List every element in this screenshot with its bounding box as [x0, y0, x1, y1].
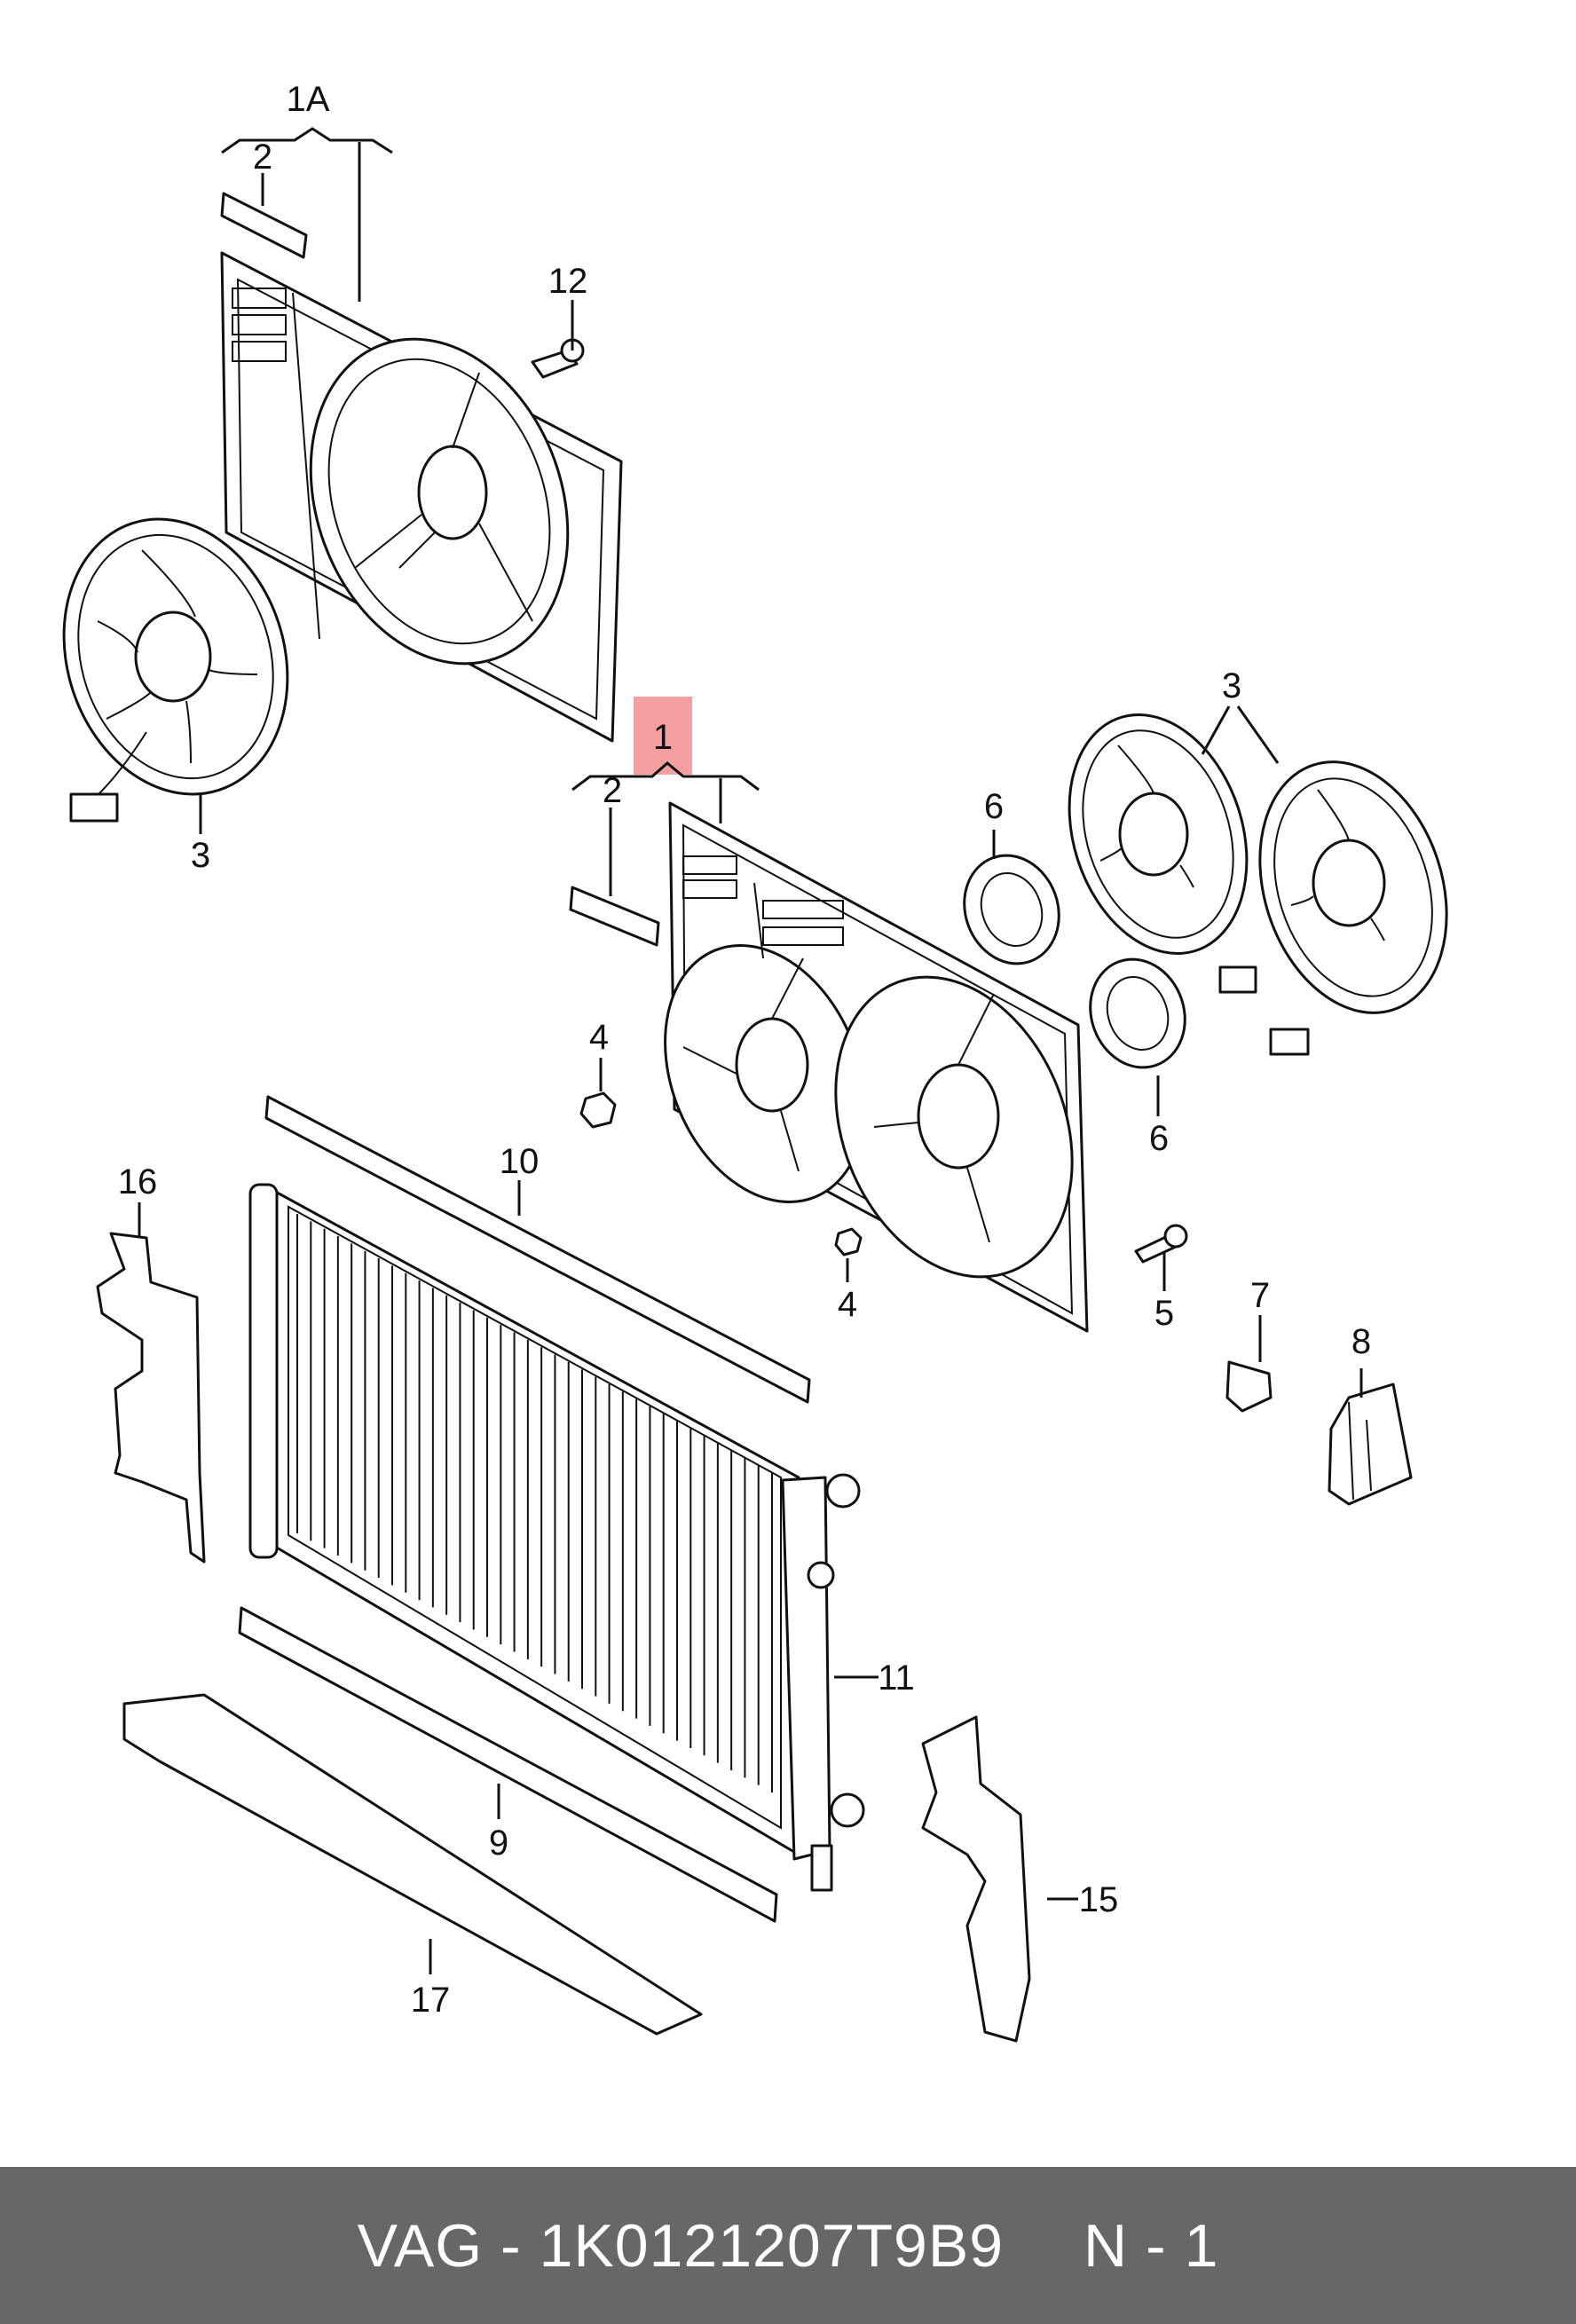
fan-shroud-1a	[220, 251, 623, 743]
quantity: N - 1	[1084, 2211, 1219, 2280]
sticker-2b	[569, 886, 660, 947]
radiator-11	[248, 1183, 865, 1892]
callout-1a: 1A	[287, 80, 330, 119]
fan-3a	[62, 517, 289, 823]
part-reference: VAG - 1K0121207T9B9	[357, 2211, 1005, 2280]
bracket-8	[1328, 1383, 1413, 1506]
leader-lines	[138, 127, 1363, 1974]
callout-2a: 2	[253, 138, 272, 177]
callout-2b: 2	[603, 771, 622, 810]
callout-4a: 4	[589, 1018, 609, 1057]
callout-17: 17	[411, 1981, 451, 2020]
bolt-12	[531, 338, 585, 379]
bearing-ring-6a	[963, 854, 1060, 965]
callout-9: 9	[489, 1824, 508, 1863]
clip-7	[1225, 1360, 1273, 1413]
sticker-2a	[220, 192, 308, 259]
callout-16: 16	[118, 1162, 158, 1201]
air-guide-16	[96, 1232, 206, 1564]
air-guide-17	[122, 1693, 703, 2036]
callout-12: 12	[548, 262, 588, 301]
callout-7: 7	[1250, 1276, 1270, 1315]
callout-labels: 1A 2 12 3 1 2 3 6 6 4 4 5 7 8 10 16 11 9…	[118, 80, 1371, 2020]
bolt-5	[1134, 1224, 1188, 1264]
callout-3b: 3	[1222, 666, 1241, 705]
callout-10: 10	[500, 1142, 540, 1181]
bearing-ring-6b	[1089, 957, 1186, 1069]
fan-3b-left	[1068, 713, 1257, 994]
fan-shroud-1	[664, 801, 1089, 1333]
callout-11: 11	[878, 1658, 915, 1698]
highlight-box	[634, 697, 692, 775]
seal-strip-9	[238, 1606, 778, 1923]
callout-15: 15	[1079, 1880, 1119, 1919]
nut-4b	[834, 1227, 863, 1257]
callout-3a: 3	[191, 836, 210, 875]
callout-6a: 6	[984, 787, 1004, 826]
callout-5: 5	[1154, 1294, 1174, 1333]
part-number-footer: VAG - 1K0121207T9B9 N - 1	[0, 2167, 1576, 2324]
nut-4a	[579, 1091, 617, 1129]
callout-4b: 4	[838, 1285, 857, 1324]
exploded-parts-diagram: 1A 2 12 3 1 2 3 6 6 4 4 5 7 8 10 16 11 9…	[62, 80, 1448, 2043]
callout-6b: 6	[1149, 1119, 1169, 1158]
seal-strip-10	[264, 1095, 811, 1404]
fan-3b-right	[1258, 760, 1448, 1056]
callout-8: 8	[1351, 1322, 1371, 1361]
air-guide-15	[921, 1715, 1031, 2043]
callout-1: 1	[653, 718, 673, 757]
